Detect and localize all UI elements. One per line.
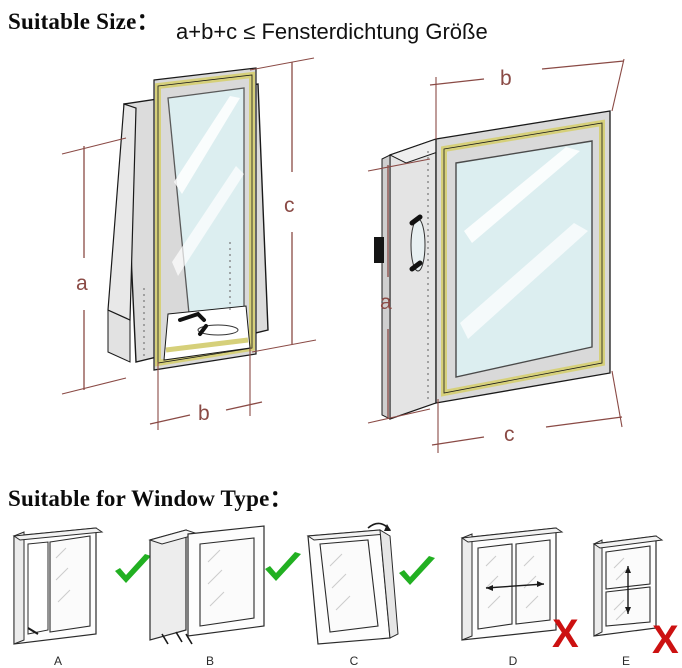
casement-hinge — [374, 237, 384, 263]
diagram-awning-window: a c b — [40, 57, 360, 452]
size-formula: a+b+c ≤ Fensterdichtung Größe — [176, 19, 488, 44]
glass-hatch — [523, 555, 539, 609]
frame-side — [379, 529, 399, 639]
dim-c-ext-top — [249, 57, 315, 71]
glass-hatch — [329, 553, 351, 611]
verdict-cross-e: X — [652, 618, 679, 662]
check-icon — [399, 556, 435, 585]
check-icon — [115, 554, 151, 583]
dim-label-a: a — [380, 291, 392, 314]
frame-top — [460, 527, 564, 543]
dim-label-b: b — [500, 67, 512, 90]
glass-pane — [199, 537, 255, 627]
window-type-letter: E — [621, 654, 630, 668]
dim-c-ext-bottom — [251, 339, 317, 353]
handle-cap-bottom — [409, 260, 423, 272]
awning-stay-arm — [178, 311, 206, 322]
window-type-b: B — [142, 522, 278, 668]
handle-cap-top — [409, 214, 423, 226]
glass-hatch — [207, 549, 225, 607]
frame-side — [461, 533, 473, 641]
window-type-letter: A — [53, 654, 62, 668]
arrow-head-right — [537, 581, 544, 587]
dim-b-line-right — [541, 60, 625, 70]
glass-hatch — [55, 547, 71, 603]
arrow-head-down — [625, 607, 631, 614]
arrow-head-up — [625, 566, 631, 573]
window-type-letter: B — [205, 654, 214, 668]
glass-pane — [49, 535, 91, 633]
window-type-a: A — [4, 522, 112, 668]
dim-b-line-left — [149, 414, 191, 425]
glass-hatch — [485, 555, 501, 609]
glass-highlight — [172, 166, 244, 276]
dim-a-ext-bottom — [61, 377, 127, 395]
window-type-letter: D — [508, 654, 518, 668]
frame-top — [12, 527, 104, 541]
casement-sash-edge — [381, 154, 391, 420]
casement-glass — [455, 140, 593, 378]
dim-a-ext-top — [61, 137, 127, 155]
window-type-letter: C — [349, 654, 359, 668]
awning-handle-cap — [198, 324, 208, 336]
dim-a-ext-top — [367, 158, 431, 172]
dim-label-c: c — [504, 423, 515, 446]
dim-b-line-right — [225, 401, 263, 411]
awning-sash-return — [107, 103, 137, 321]
section-title-window-type: Suitable for Window Type： — [8, 486, 293, 511]
dim-b-line-left — [429, 78, 485, 86]
frame-side — [593, 539, 603, 637]
glass-highlight — [460, 223, 588, 339]
frame-top — [592, 535, 664, 549]
casement-sash-face — [389, 138, 437, 420]
window-type-e: E — [580, 522, 672, 668]
awning-sill-seal — [165, 337, 249, 353]
dim-label-b: b — [198, 402, 210, 425]
slide-direction-arrow — [485, 583, 545, 589]
glass-hatch — [613, 599, 627, 621]
glass-hatch — [613, 557, 627, 581]
sash-open-leaf — [149, 529, 187, 641]
tilted-sash — [319, 539, 379, 633]
glass-highlight — [464, 147, 580, 243]
dim-a-ext-bottom — [367, 408, 431, 424]
check-icon — [265, 552, 301, 581]
open-direction-arrow — [27, 627, 39, 635]
casement-seal-outline — [443, 122, 603, 394]
dim-b-ext-right — [611, 58, 625, 112]
dim-c-line-left — [431, 436, 485, 446]
dim-label-a: a — [76, 272, 88, 295]
window-type-d: D — [452, 522, 574, 668]
rotation-arrow-head — [384, 524, 391, 531]
arrow-head-left — [486, 585, 493, 591]
verdict-check-a — [112, 554, 154, 588]
dim-c-line-right — [545, 416, 623, 428]
frame-side — [13, 531, 25, 645]
awning-seal-outline — [157, 74, 253, 364]
verdict-cross-d: X — [552, 612, 579, 656]
diagram-casement-window: b a c — [360, 55, 682, 455]
awning-handle — [197, 324, 239, 336]
dim-label-c: c — [284, 194, 295, 217]
verdict-check-b — [262, 552, 304, 586]
verdict-check-c — [396, 556, 438, 590]
sliding-pane-right — [515, 539, 551, 625]
page-title-suitable-size: Suitable Size： — [8, 9, 160, 34]
sash-open-leaf — [27, 541, 49, 635]
window-type-row: A B C — [0, 522, 682, 668]
window-type-c: C — [294, 522, 414, 668]
glass-highlight — [174, 96, 240, 194]
open-direction-arrow — [161, 631, 193, 645]
